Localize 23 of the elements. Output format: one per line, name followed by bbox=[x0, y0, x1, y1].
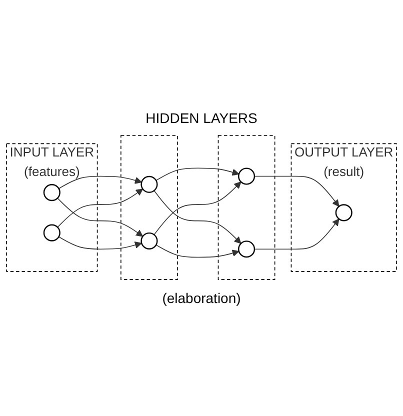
arrow bbox=[154, 182, 242, 236]
arrow bbox=[57, 198, 144, 238]
arrow bbox=[58, 176, 142, 190]
node-circle bbox=[140, 176, 158, 194]
layer-caption: HIDDEN LAYERS bbox=[146, 110, 258, 126]
node-label: (features) bbox=[24, 166, 80, 180]
arrow bbox=[57, 189, 144, 228]
arrow bbox=[156, 244, 240, 258]
node-circle bbox=[335, 204, 352, 222]
node-circle bbox=[238, 168, 256, 186]
arrow bbox=[156, 168, 240, 182]
cluster bbox=[218, 136, 276, 280]
node-circle bbox=[140, 232, 158, 250]
layer-caption: (elaboration) bbox=[162, 290, 241, 306]
arrow bbox=[254, 219, 340, 250]
node-circle bbox=[43, 224, 60, 242]
node-circle bbox=[43, 184, 60, 202]
arrow bbox=[254, 176, 340, 208]
arrow bbox=[154, 190, 242, 244]
arrow bbox=[58, 236, 142, 250]
cluster bbox=[120, 136, 178, 280]
node-label: (result) bbox=[324, 166, 364, 180]
node-circle bbox=[238, 241, 256, 258]
